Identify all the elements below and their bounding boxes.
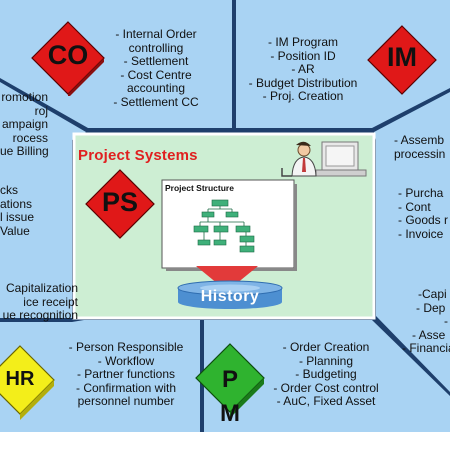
history-cylinder xyxy=(177,280,283,309)
hr-cube-icon xyxy=(0,345,55,420)
co-label: CO xyxy=(47,40,89,70)
right-bottom-item: -Capi xyxy=(418,287,447,301)
left-top-item: ampaign xyxy=(1,117,48,132)
ps-label: PS xyxy=(101,187,139,217)
structure-card xyxy=(161,179,295,269)
co-functions-list: - Internal Order controlling - Settlemen… xyxy=(104,27,208,110)
person-at-computer-icon xyxy=(281,141,367,177)
co-item: - Cost Centre xyxy=(120,67,192,82)
left-bottom-item: ice receipt xyxy=(23,294,78,309)
left-top-item: rocess xyxy=(12,130,48,145)
right-top-item: - Assemb xyxy=(394,133,445,147)
ps-cube-icon xyxy=(85,169,155,239)
left-top-list: romotion roj ampaign rocess ue Billing xyxy=(0,90,49,159)
panel-left xyxy=(0,82,86,318)
right-top-item: processin xyxy=(394,146,446,161)
pm-functions-list: - Order Creation - Planning - Budgeting … xyxy=(262,340,390,409)
pm-item: - Order Creation xyxy=(282,340,370,354)
left-bottom-list: Capitalization ice receipt ue recognitio… xyxy=(0,281,78,323)
history-label: History xyxy=(200,288,260,305)
right-bottom-item: - Dep xyxy=(416,300,446,315)
left-top-item: romotion xyxy=(1,90,48,104)
project-systems-title: Project Systems xyxy=(78,147,198,164)
right-mid-item: - Purcha xyxy=(398,186,444,200)
hr-item: personnel number xyxy=(77,394,175,409)
right-bottom-item: - Financia xyxy=(402,341,450,356)
left-bottom-item: ue recognition xyxy=(2,308,78,323)
left-mid-item: l issue xyxy=(0,210,35,225)
pm-label-bottom: M xyxy=(220,400,240,427)
co-item: accounting xyxy=(126,81,186,96)
panel-hr xyxy=(0,320,200,432)
im-item: - AR xyxy=(291,62,315,77)
right-mid-item: - Cont xyxy=(398,199,431,214)
panel-pm xyxy=(204,320,450,432)
panel-right xyxy=(374,92,450,392)
hr-item: - Partner functions xyxy=(76,367,176,382)
hr-item: - Workflow xyxy=(97,353,155,368)
right-bottom-list: -Capi - Dep - - Asse - Financia xyxy=(402,287,450,356)
right-mid-item: - Goods r xyxy=(398,213,449,228)
co-item: controlling xyxy=(128,40,184,55)
im-cube-icon xyxy=(367,25,437,95)
co-item: - Settlement xyxy=(123,54,189,69)
right-mid-list: - Purcha - Cont - Goods r - Invoice xyxy=(398,186,450,241)
co-cube-icon xyxy=(31,21,105,96)
co-item: - Internal Order xyxy=(115,27,197,41)
left-mid-item: cks xyxy=(0,183,18,197)
left-bottom-item: Capitalization xyxy=(5,281,78,295)
right-mid-item: - Invoice xyxy=(398,226,444,241)
pm-item: - Budgeting xyxy=(295,367,357,382)
pm-item: - Order Cost control xyxy=(273,380,379,395)
left-top-item: ue Billing xyxy=(0,144,49,159)
hr-item: - Person Responsible xyxy=(68,340,184,354)
pm-cube-icon xyxy=(195,343,265,418)
left-mid-item: Value xyxy=(0,223,30,238)
left-top-item: roj xyxy=(34,103,48,118)
im-item: - Proj. Creation xyxy=(262,89,344,104)
history-arrow xyxy=(196,266,258,284)
im-item: - Position ID xyxy=(270,48,336,63)
left-mid-list: cks ations l issue Value xyxy=(0,183,60,238)
structure-tree-icon xyxy=(193,199,255,253)
hr-label: HR xyxy=(5,368,35,390)
im-functions-list: - IM Program - Position ID - AR - Budget… xyxy=(240,35,366,104)
im-label: IM xyxy=(387,42,417,72)
hr-functions-list: - Person Responsible - Workflow - Partne… xyxy=(60,340,192,409)
pm-item: - Planning xyxy=(298,353,354,368)
right-bottom-item: - Asse xyxy=(412,327,446,342)
left-mid-item: ations xyxy=(0,196,33,211)
im-item: - Budget Distribution xyxy=(248,75,358,90)
im-item: - IM Program xyxy=(267,35,338,49)
co-item: - Settlement CC xyxy=(113,94,199,109)
pm-label-top: P xyxy=(221,366,238,393)
pm-item: - AuC, Fixed Asset xyxy=(276,394,376,409)
hr-item: - Confirmation with xyxy=(75,380,177,395)
right-bottom-item: - xyxy=(444,314,448,329)
right-top-list: - Assemb processin xyxy=(394,133,450,161)
project-structure-label: Project Structure xyxy=(165,183,234,193)
